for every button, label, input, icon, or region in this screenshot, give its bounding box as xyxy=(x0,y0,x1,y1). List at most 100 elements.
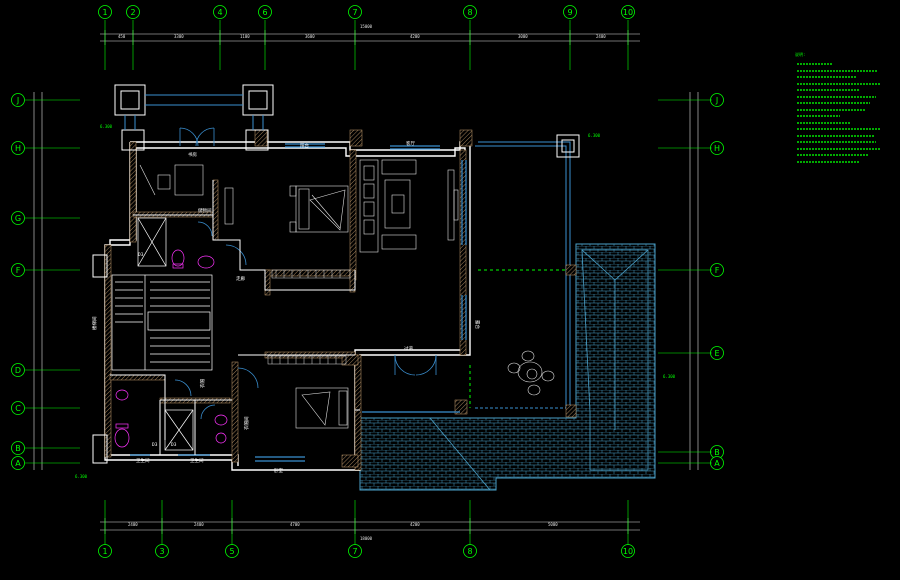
svg-text:楼梯间: 楼梯间 xyxy=(91,316,98,330)
svg-text:卫生间: 卫生间 xyxy=(136,457,150,464)
svg-text:3600: 3600 xyxy=(305,34,315,39)
axis-left-C-circle xyxy=(11,401,25,415)
svg-text:2400: 2400 xyxy=(194,522,204,527)
axis-bottom-1: 1 xyxy=(102,547,107,556)
svg-text:阳台: 阳台 xyxy=(300,142,309,149)
svg-text:2400: 2400 xyxy=(128,522,138,527)
axis-top-7: 7 xyxy=(352,8,357,17)
svg-text:6.300: 6.300 xyxy=(75,474,88,479)
axis-top-10: 10 xyxy=(623,8,633,17)
svg-text:3000: 3000 xyxy=(518,34,528,39)
axis-left-H: H xyxy=(15,144,21,153)
dimension-text: 450 3300 1100 3600 4200 3000 2400 15000 2400 2… xyxy=(118,24,606,541)
axis-right-H: H xyxy=(714,144,720,153)
living-sofa-set xyxy=(359,159,459,253)
axis-top-2-circle xyxy=(126,5,140,19)
svg-text:卫生间: 卫生间 xyxy=(190,457,204,464)
axis-stub-lines xyxy=(25,20,712,545)
svg-text:4200: 4200 xyxy=(410,34,420,39)
svg-text:6.300: 6.300 xyxy=(100,124,113,129)
axis-bottom-8: 8 xyxy=(467,547,472,556)
svg-text:衣帽间: 衣帽间 xyxy=(243,416,250,430)
svg-text:5000: 5000 xyxy=(548,522,558,527)
exterior-columns xyxy=(92,84,580,464)
bed-upper xyxy=(289,185,349,233)
room-labels: 书房 储物间 走廊 阳台 客厅 过道 卧室 卫生间 卫生间 露台 楼梯间 衣帽 … xyxy=(91,140,481,474)
axis-left-A: A xyxy=(15,459,21,468)
axis-top-9: 9 xyxy=(567,8,572,17)
svg-text:衣帽: 衣帽 xyxy=(199,379,206,388)
axis-top-7-circle xyxy=(348,5,362,19)
axis-top-6: 6 xyxy=(262,8,267,17)
axis-top-4-circle xyxy=(213,5,227,19)
stair-tag-a: D3 xyxy=(138,252,144,258)
windows xyxy=(130,143,467,462)
axis-left-J: J xyxy=(16,96,19,105)
axis-left-F-circle xyxy=(11,263,25,277)
axis-left-D-circle xyxy=(11,363,25,377)
svg-text:1100: 1100 xyxy=(240,34,250,39)
svg-text:15000: 15000 xyxy=(360,24,373,29)
svg-text:露台: 露台 xyxy=(474,320,481,329)
bathroom-fixtures xyxy=(114,217,228,451)
axis-right-J: J xyxy=(715,96,718,105)
svg-text:6.300: 6.300 xyxy=(588,133,601,138)
svg-text:4700: 4700 xyxy=(290,522,300,527)
roof-tiles xyxy=(359,243,656,491)
svg-text:450: 450 xyxy=(118,34,126,39)
axis-left-F: F xyxy=(16,266,21,275)
stairs xyxy=(111,274,213,371)
stair-tag-c: D3 xyxy=(171,442,177,448)
axis-top-10-circle xyxy=(621,5,635,19)
axis-left-D: D xyxy=(15,366,21,375)
svg-text:过道: 过道 xyxy=(404,345,413,352)
terrace-outline xyxy=(469,141,571,412)
bottom-axis-bubbles: 1 3 5 7 8 10 xyxy=(98,544,635,558)
axis-bottom-5: 5 xyxy=(229,547,234,556)
svg-text:走廊: 走廊 xyxy=(236,275,245,282)
svg-text:3300: 3300 xyxy=(174,34,184,39)
axis-bottom-3: 3 xyxy=(159,547,164,556)
axis-top-8-circle xyxy=(463,5,477,19)
axis-right-F: F xyxy=(715,266,720,275)
axis-left-H-circle xyxy=(11,141,25,155)
axis-right-B: B xyxy=(714,448,720,457)
axis-bottom-7: 7 xyxy=(352,547,357,556)
axis-right-E: E xyxy=(714,349,719,358)
svg-text:客厅: 客厅 xyxy=(406,140,415,147)
axis-left-B: B xyxy=(15,444,21,453)
svg-text:书房: 书房 xyxy=(188,151,197,158)
axis-left-B-circle xyxy=(11,441,25,455)
axis-right-A: A xyxy=(714,459,720,468)
axis-left-G: G xyxy=(15,214,21,223)
axis-top-8: 8 xyxy=(467,8,472,17)
axis-top-2: 2 xyxy=(130,8,135,17)
door-tags: D3 D3 D3 xyxy=(138,252,177,448)
axis-top-4: 4 xyxy=(217,8,222,17)
axis-left-J-circle xyxy=(11,93,25,107)
right-axis-bubbles: J H F E BA xyxy=(710,93,724,470)
axis-bottom-10: 10 xyxy=(623,547,633,556)
study-desk xyxy=(139,164,234,225)
axis-top-9-circle xyxy=(563,5,577,19)
svg-text:储物间: 储物间 xyxy=(198,207,212,214)
wardrobes xyxy=(267,269,351,365)
axis-left-A-circle xyxy=(11,456,25,470)
svg-text:2400: 2400 xyxy=(596,34,606,39)
elevation-marks: 6.300 6.300 6.300 6.300 xyxy=(75,124,676,479)
axis-left-G-circle xyxy=(11,211,25,225)
design-notes: 说明: xyxy=(795,51,805,57)
axis-top-1-circle xyxy=(98,5,112,19)
dimension-lines xyxy=(33,33,699,531)
axis-top-6-circle xyxy=(258,5,272,19)
notes-title: 说明: xyxy=(795,51,805,57)
terrace-furniture xyxy=(507,350,555,396)
stair-tag-b: D3 xyxy=(152,442,158,448)
bed-lower xyxy=(295,387,349,429)
svg-text:卧室: 卧室 xyxy=(274,467,283,474)
doors xyxy=(174,127,437,420)
svg-text:18000: 18000 xyxy=(360,536,373,541)
axis-top-1: 1 xyxy=(102,8,107,17)
